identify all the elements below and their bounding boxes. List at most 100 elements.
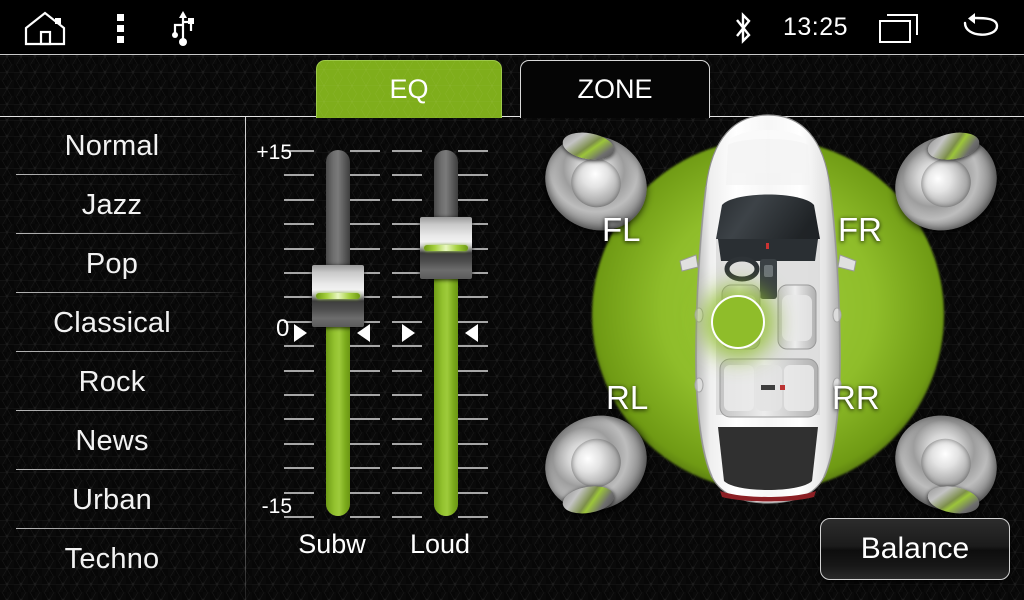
slider-tick bbox=[350, 394, 380, 396]
usb-icon[interactable] bbox=[152, 0, 214, 55]
slider-tick bbox=[284, 516, 314, 518]
slider-tick bbox=[392, 394, 422, 396]
slider-tick bbox=[350, 418, 380, 420]
preset-separator bbox=[16, 469, 244, 470]
slider-tick bbox=[284, 345, 314, 347]
slider-scale-max: +15 bbox=[256, 141, 292, 164]
slider-fill bbox=[434, 247, 458, 516]
slider-tick bbox=[284, 492, 314, 494]
slider-tick bbox=[392, 321, 422, 323]
slider-tick bbox=[284, 443, 314, 445]
panel-divider bbox=[245, 117, 246, 600]
bluetooth-icon[interactable] bbox=[715, 0, 771, 55]
slider-tick bbox=[458, 174, 488, 176]
slider-tick bbox=[392, 223, 422, 225]
preset-separator bbox=[16, 410, 244, 411]
preset-item-news[interactable]: News bbox=[0, 412, 244, 470]
slider-label: Subw bbox=[298, 529, 366, 559]
eq-slider-subw[interactable]: Subw bbox=[272, 117, 392, 600]
clock: 13:25 bbox=[782, 13, 848, 41]
preset-item-jazz[interactable]: Jazz bbox=[0, 176, 244, 234]
preset-separator bbox=[16, 528, 244, 529]
slider-tick bbox=[458, 199, 488, 201]
slider-tick bbox=[284, 418, 314, 420]
slider-tick bbox=[458, 467, 488, 469]
slider-tick bbox=[392, 199, 422, 201]
slider-zero-marker-right bbox=[465, 324, 478, 342]
slider-tick bbox=[350, 223, 380, 225]
slider-tick bbox=[350, 516, 380, 518]
slider-scale-min: -15 bbox=[261, 495, 292, 518]
tab-zone-label: ZONE bbox=[577, 74, 653, 104]
slider-tick bbox=[350, 370, 380, 372]
slider-tick bbox=[350, 150, 380, 152]
slider-tick bbox=[350, 199, 380, 201]
slider-tick bbox=[458, 394, 488, 396]
slider-zero-marker-left bbox=[294, 324, 307, 342]
slider-thumb[interactable] bbox=[420, 216, 472, 279]
slider-tick bbox=[392, 272, 422, 274]
slider-tick bbox=[284, 199, 314, 201]
recent-apps-icon[interactable] bbox=[860, 0, 938, 55]
speaker-label-rl: RL bbox=[606, 379, 649, 416]
preset-separator bbox=[16, 351, 244, 352]
slider-tick bbox=[458, 443, 488, 445]
speaker-label-rr: RR bbox=[832, 379, 880, 416]
preset-item-label: Rock bbox=[78, 365, 146, 398]
slider-tick bbox=[458, 516, 488, 518]
preset-separator bbox=[16, 292, 244, 293]
balance-position-marker[interactable] bbox=[711, 295, 765, 349]
slider-tick bbox=[458, 321, 488, 323]
slider-tick-marks bbox=[284, 150, 380, 518]
slider-tick bbox=[458, 248, 488, 250]
preset-item-pop[interactable]: Pop bbox=[0, 235, 244, 293]
preset-item-urban[interactable]: Urban bbox=[0, 471, 244, 529]
slider-tick bbox=[458, 370, 488, 372]
preset-item-techno[interactable]: Techno bbox=[0, 530, 224, 588]
status-bar-divider bbox=[0, 54, 1024, 55]
eq-slider-loud[interactable]: Loud bbox=[380, 117, 500, 600]
slider-thumb-indicator bbox=[316, 293, 360, 300]
car-top-view bbox=[660, 109, 876, 509]
slider-tick bbox=[284, 296, 314, 298]
slider-tick bbox=[458, 223, 488, 225]
slider-tick bbox=[392, 296, 422, 298]
slider-zero-marker-left bbox=[402, 324, 415, 342]
slider-tick bbox=[458, 418, 488, 420]
slider-tick bbox=[458, 150, 488, 152]
slider-tick bbox=[284, 467, 314, 469]
back-icon[interactable] bbox=[938, 0, 1024, 55]
preset-item-normal[interactable]: Normal bbox=[0, 117, 244, 175]
preset-item-label: News bbox=[75, 424, 149, 457]
slider-tick bbox=[392, 150, 422, 152]
preset-item-label: Pop bbox=[85, 247, 139, 280]
slider-tick bbox=[284, 174, 314, 176]
slider-tick bbox=[392, 418, 422, 420]
tab-bar-divider bbox=[0, 116, 1024, 117]
slider-tick bbox=[392, 370, 422, 372]
tab-zone[interactable]: ZONE bbox=[520, 60, 710, 118]
preset-item-label: Techno bbox=[64, 542, 160, 575]
slider-thumb[interactable] bbox=[312, 265, 364, 328]
status-bar: 13:25 bbox=[0, 0, 1024, 55]
home-icon[interactable] bbox=[0, 0, 90, 55]
slider-tick bbox=[350, 443, 380, 445]
preset-item-rock[interactable]: Rock bbox=[0, 353, 244, 411]
slider-fill bbox=[326, 296, 350, 516]
slider-track-area[interactable] bbox=[284, 150, 380, 518]
balance-button[interactable]: Balance bbox=[820, 518, 1010, 580]
slider-tick bbox=[284, 394, 314, 396]
tab-eq[interactable]: EQ bbox=[316, 60, 502, 118]
preset-item-classical[interactable]: Classical bbox=[0, 294, 244, 352]
balance-button-label: Balance bbox=[860, 532, 970, 565]
slider-tick bbox=[284, 248, 314, 250]
slider-track-area[interactable] bbox=[392, 150, 488, 518]
preset-item-label: Classical bbox=[53, 306, 171, 339]
slider-tick bbox=[284, 272, 314, 274]
slider-tick bbox=[458, 345, 488, 347]
slider-tick bbox=[458, 492, 488, 494]
overflow-menu-icon[interactable] bbox=[90, 0, 152, 55]
preset-item-label: Normal bbox=[64, 129, 160, 162]
slider-tick bbox=[392, 443, 422, 445]
